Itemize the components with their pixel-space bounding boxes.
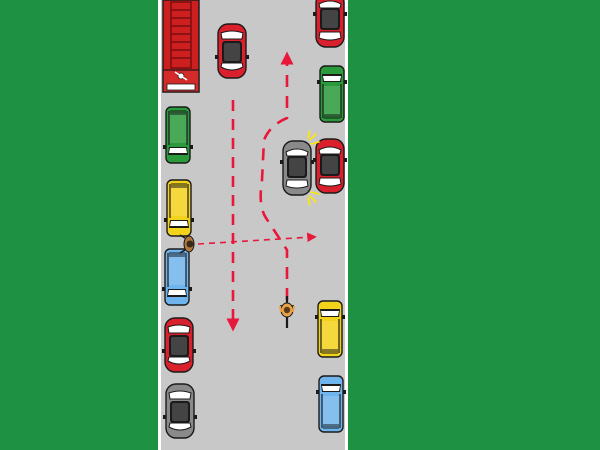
fire-truck [162,0,200,93]
car-red-right-top [312,0,348,48]
car-blue-right [315,375,347,433]
car-blue-left [161,248,193,306]
car-green-right [316,65,348,123]
cyclist [279,296,295,328]
car-red-left [161,317,197,373]
car-red-center-lane [214,23,250,79]
path-pedestrian-crossing [197,232,317,245]
car-gray-left [162,383,198,439]
hazard-lights [307,130,320,206]
car-green-left-1 [162,106,194,164]
path-merge-up [259,51,294,300]
car-yellow-left [163,179,195,237]
car-gray-merging [279,140,315,196]
car-red-right [312,138,348,194]
car-yellow-right [314,300,346,358]
pedestrian [179,234,195,254]
